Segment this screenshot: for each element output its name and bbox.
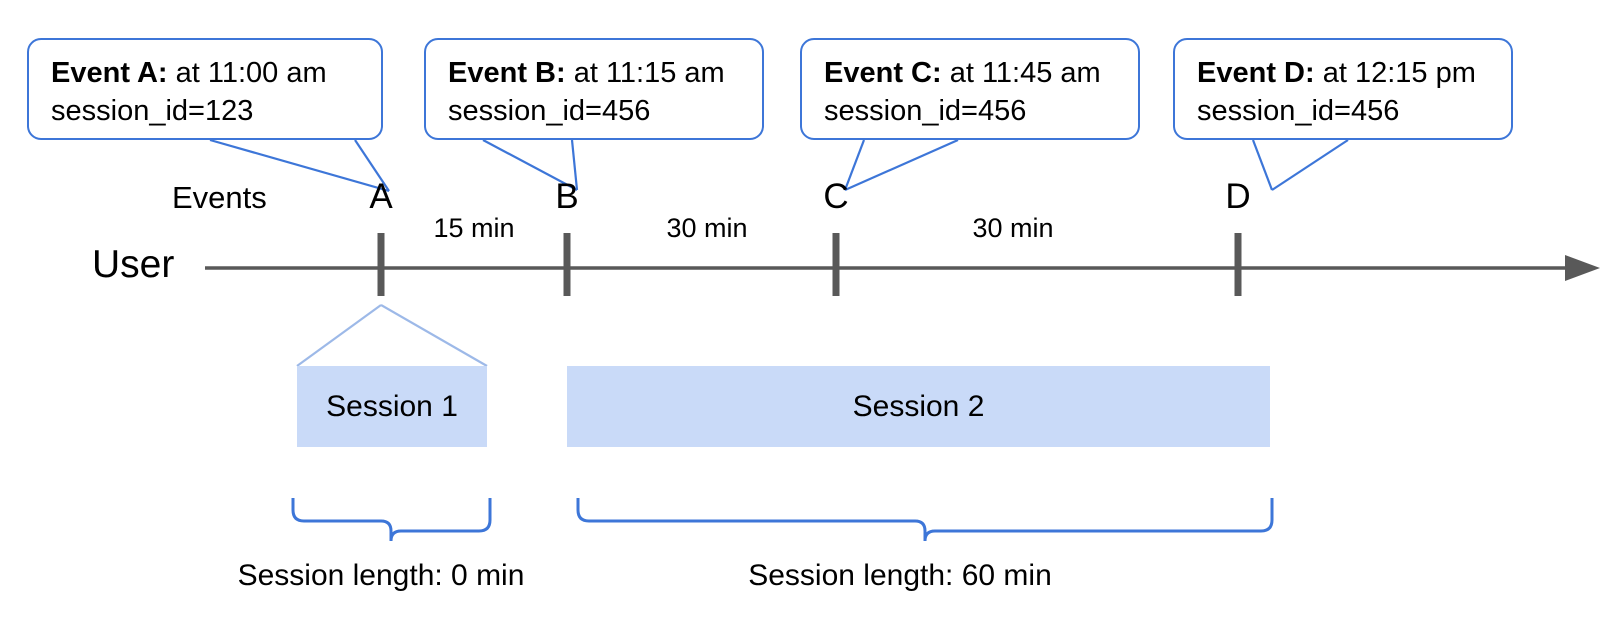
event-marker-c: C [823,177,849,216]
callout-a-title: Event A: [51,57,168,89]
session-1-length-label: Session length: 0 min [237,559,525,592]
callout-event-a: Event A: at 11:00 am session_id=123 [27,38,383,140]
events-row-label: Events [172,180,267,215]
callout-b-time: at 11:15 am [565,57,725,89]
session-2-length-label: Session length: 60 min [748,559,1052,592]
session-bar-2-label: Session 2 [852,389,985,423]
session-bar-1: Session 1 [297,366,487,447]
callout-c-session: session_id=456 [824,95,1027,128]
session-bar-2: Session 2 [567,366,1270,447]
event-marker-d: D [1225,177,1251,216]
session-bar-1-label: Session 1 [326,389,458,423]
callout-c-tail-icon [843,138,959,192]
gap-label-c-d: 30 min [972,213,1054,243]
callout-event-c: Event C: at 11:45 am session_id=456 [800,38,1140,140]
callout-d-line1: Event D: at 12:15 pm [1197,54,1495,92]
callout-c-time: at 11:45 am [941,57,1101,89]
callout-b-line1: Event B: at 11:15 am [448,54,746,92]
callout-a-session: session_id=123 [51,95,254,128]
callout-d-session: session_id=456 [1197,95,1400,128]
callout-b-title: Event B: [448,57,566,89]
callout-c-line1: Event C: at 11:45 am [824,54,1122,92]
callout-a-time: at 11:00 am [167,57,327,89]
event-marker-a: A [369,177,393,216]
timeline-arrow-icon [1565,255,1600,281]
callout-d-time: at 12:15 pm [1314,57,1476,89]
user-row-label: User [92,243,175,286]
session-1-brace-icon [291,498,492,542]
gap-label-b-c: 30 min [666,213,748,243]
callout-d-title: Event D: [1197,57,1315,89]
callout-a-line1: Event A: at 11:00 am [51,54,365,92]
event-marker-b: B [555,177,579,216]
callout-c-title: Event C: [824,57,942,89]
callout-event-d: Event D: at 12:15 pm session_id=456 [1173,38,1513,140]
gap-label-a-b: 15 min [433,213,515,243]
callout-b-session: session_id=456 [448,95,651,128]
callout-d-tail-icon [1251,139,1349,191]
session-2-brace-icon [576,498,1274,542]
session-1-funnel-icon [296,304,488,367]
callout-event-b: Event B: at 11:15 am session_id=456 [424,38,764,140]
